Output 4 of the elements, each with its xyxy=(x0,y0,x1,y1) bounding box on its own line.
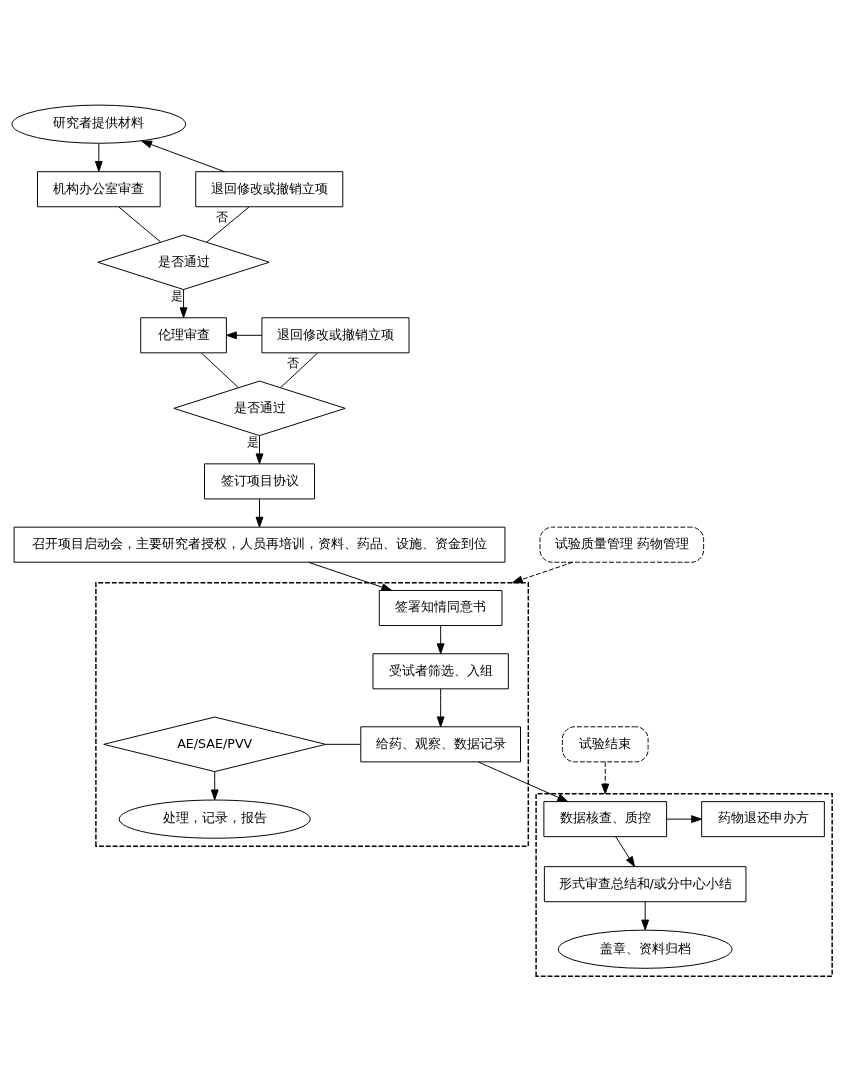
edge-label: 是 xyxy=(171,289,184,304)
edge-label: 否 xyxy=(215,210,228,225)
edge-label: 否 xyxy=(286,355,299,370)
edge-label: 是 xyxy=(247,435,260,450)
